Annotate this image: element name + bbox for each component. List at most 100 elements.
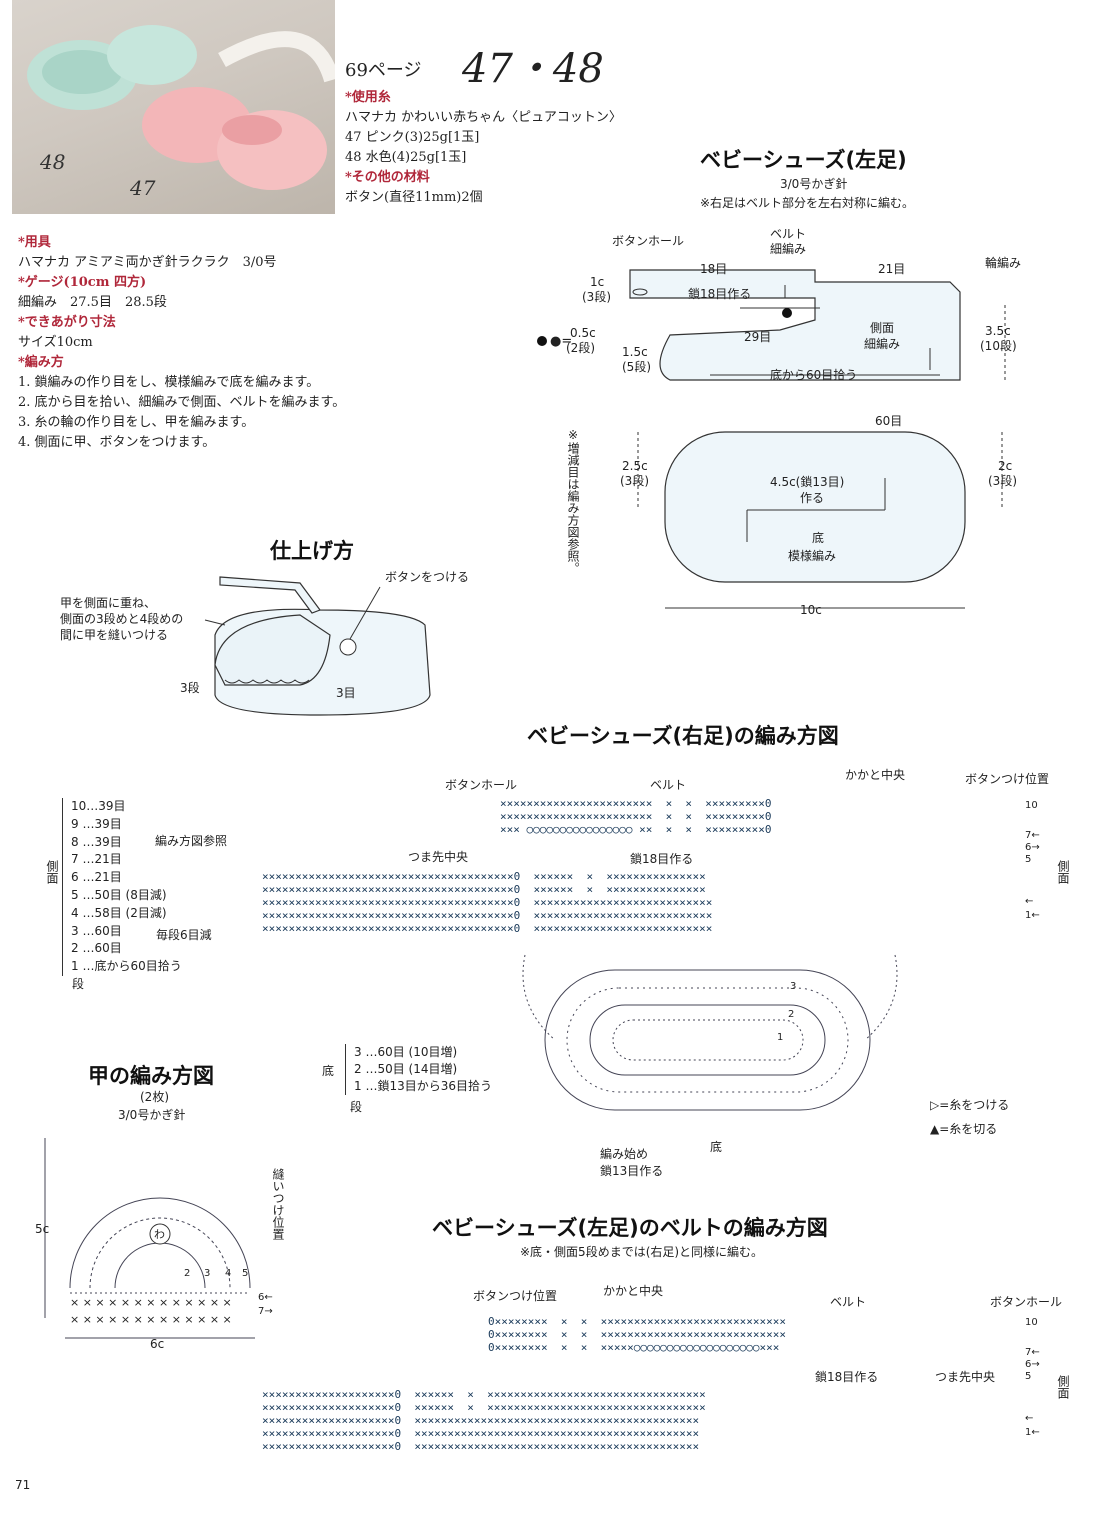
button-label: ボタンをつける (385, 570, 469, 584)
dim-05c: 0.5c (570, 326, 596, 340)
yarn-48: 48 水色(4)25g[1玉] (345, 150, 467, 165)
svg-text:× × × × × × × × × × × × ×: × × × × × × × × × × × × × (70, 1296, 232, 1309)
lc-side-label: 側面 (1056, 1375, 1070, 1399)
instep-num-4: 4 (225, 1268, 231, 1279)
belt-sc-label: 細編み (770, 241, 806, 256)
side-sc-label: 細編み (864, 336, 900, 351)
lc-buttonhole: ボタンホール (990, 1295, 1063, 1309)
lc-side-rows: ××××××××××××××××××××0 ×××××× × ×××××××××… (262, 1388, 706, 1453)
photo-label-48: 48 (40, 150, 66, 174)
rc-row-labels: 10 7← 6→ 5 ← 1← (1025, 800, 1040, 921)
dim-45c: 4.5c(鎖13目) (770, 474, 844, 489)
left-shoe-title: ベビーシューズ(左足) (700, 148, 907, 172)
instep-row-7: 7→ (258, 1306, 273, 1317)
rc-side-rows: ××××××××××××××××××××××××××××××××××××××0 … (262, 870, 713, 935)
dot-legend-icon (537, 336, 547, 346)
product-photo: 48 47 (12, 0, 335, 214)
left-chart-title: ベビーシューズ(左足)のベルトの編み方図 (432, 1216, 828, 1240)
button-dot-icon (782, 308, 792, 318)
sole-round-3: 3 (790, 981, 796, 992)
sole-pattern-label: 模様編み (788, 548, 836, 563)
page-reference: 69ページ (345, 60, 422, 81)
dim-2r: (2段) (566, 340, 595, 355)
make-label: 作る (800, 491, 824, 505)
other-materials-item: ボタン(直径11mm)2個 (345, 190, 483, 205)
gauge-item: 細編み 27.5目 28.5段 (18, 295, 167, 310)
rows-3-label: 3段 (180, 680, 200, 695)
rc-belt-rows: ××××××××××××××××××××××× × × ×××××××××0 ×… (500, 797, 772, 836)
lc-belt-rows: 0×××××××× × × ××××××××××××××××××××××××××… (488, 1315, 787, 1354)
legend-cut: ▲=糸を切る (930, 1122, 998, 1136)
rc-heel: かかと中央 (845, 768, 906, 782)
method-step-2: 2. 底から目を拾い、細編みで側面、ベルトを編みます。 (18, 395, 346, 410)
instep-5c: 5c (35, 1222, 49, 1236)
method-heading: *編み方 (18, 355, 64, 370)
pattern-number: 47・48 (462, 46, 604, 92)
dim-35c: 3.5c (985, 324, 1011, 338)
sole-label: 底 (812, 530, 824, 545)
instep-row-6: 6← (258, 1292, 273, 1303)
side-label: 側面 (870, 321, 894, 335)
dim-15c: 1.5c (622, 345, 648, 359)
materials-block: *使用糸 ハマナカ かわいい赤ちゃん〈ピュアコットン〉 47 ピンク(3)25g… (345, 88, 622, 208)
instep-title: 甲の編み方図 (88, 1064, 214, 1088)
page-number: 71 (15, 1478, 31, 1492)
tools-block: *用具 ハマナカ アミアミ両かぎ針ラクラク 3/0号 *ゲージ(10cm 四方)… (18, 233, 345, 453)
vertical-note: ※増減目は編み方図参照。 (566, 428, 580, 574)
dim-1c: 1c (590, 275, 604, 289)
left-shoe-note: ※右足はベルト部分を左右対称に編む。 (700, 196, 915, 210)
lc-belt: ベルト (830, 1295, 867, 1309)
left-shoe-hook: 3/0号かぎ針 (780, 177, 848, 191)
baby-shoes-illustration (27, 25, 335, 190)
sole-rows-list: 3 …60目 (10目増) 2 …50目 (14目増) 1 …鎖13目から36目… (345, 1044, 492, 1095)
side-rows-list: 10…39目 9 …39目 8 …39目 7 …21目 6 …21目 5 …50… (62, 798, 182, 976)
method-step-4: 4. 側面に甲、ボタンをつけます。 (18, 435, 216, 450)
rc-toe: つま先中央 (408, 850, 469, 864)
tools-heading: *用具 (18, 235, 51, 250)
instep-ring: わ (154, 1228, 165, 1241)
dim-3r-c: (3段) (988, 473, 1017, 488)
tools-item: ハマナカ アミアミ両かぎ針ラクラク 3/0号 (18, 255, 277, 270)
instep-6c: 6c (150, 1337, 164, 1351)
lc-toe: つま先中央 (935, 1370, 996, 1384)
sole-rows-dan: 段 (350, 1100, 363, 1114)
st-3-label: 3目 (336, 686, 356, 700)
chain-18-label: 鎖18目作る (688, 286, 751, 301)
instep-sew-position: 縫いつけ位置 (271, 1168, 285, 1240)
st-60: 60目 (875, 414, 902, 428)
rc-buttonhole: ボタンホール (445, 778, 518, 792)
dot-eq: ●= (550, 334, 572, 349)
rc-side-label: 側面 (1056, 860, 1070, 884)
dim-3r: (3段) (582, 289, 611, 304)
side-rows-dan: 段 (72, 977, 85, 991)
instep-num-5: 5 (242, 1268, 248, 1279)
svg-text:× × × × × × × × × × × × ×: × × × × × × × × × × × × × (70, 1313, 232, 1326)
ring-label: 輪編み (985, 255, 1021, 270)
photo-label-47: 47 (130, 176, 156, 200)
sole-round-2: 2 (788, 1009, 794, 1020)
yarn-brand: ハマナカ かわいい赤ちゃん〈ピュアコットン〉 (345, 110, 622, 125)
rc-chain18: 鎖18目作る (630, 852, 694, 866)
method-step-1: 1. 鎖編みの作り目をし、模様編みで底を編みます。 (18, 375, 320, 390)
other-materials-heading: *その他の材料 (345, 170, 430, 185)
belt-21-label: 21目 (878, 262, 905, 276)
instep-num-2: 2 (184, 1268, 190, 1279)
dim-10c: 10c (800, 603, 822, 617)
pick-60-label: 底から60目拾う (770, 367, 857, 382)
side-rows-label: 側面 (45, 860, 59, 884)
lc-heel: かかと中央 (603, 1284, 664, 1298)
finishing-note-1: 甲を側面に重ね、 (60, 596, 156, 610)
sole-chart: 3 2 1 (522, 954, 898, 1111)
finishing-title: 仕上げ方 (270, 539, 354, 563)
sole-round-1: 1 (777, 1032, 783, 1043)
lc-chain18: 鎖18目作る (815, 1370, 879, 1384)
finishing-note-2: 側面の3段めと4段めの (60, 611, 183, 626)
method-step-3: 3. 糸の輪の作り目をし、甲を編みます。 (18, 415, 255, 430)
instep-count: (2枚) (140, 1090, 169, 1104)
dim-25c: 2.5c (622, 459, 648, 473)
rc-start-2: 鎖13目作る (600, 1164, 664, 1178)
side-rows-each: 毎段6目減 (156, 928, 212, 942)
belt-18-label: 18目 (700, 262, 727, 276)
dim-5r: (5段) (622, 359, 651, 374)
size-heading: *できあがり寸法 (18, 315, 116, 330)
